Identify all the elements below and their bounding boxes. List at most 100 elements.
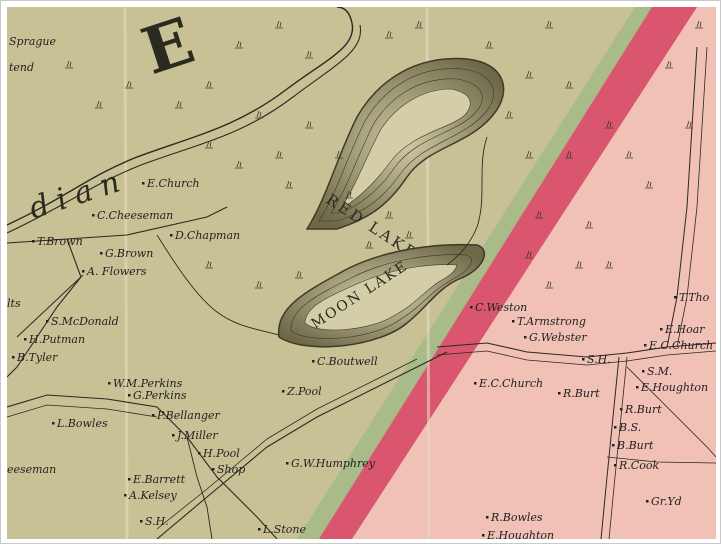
house-marker bbox=[128, 478, 131, 481]
road bbox=[156, 358, 418, 530]
marsh-tuft-icon bbox=[625, 150, 633, 159]
road bbox=[7, 404, 158, 418]
marsh-tuft-icon bbox=[535, 210, 543, 219]
house-marker bbox=[92, 214, 95, 217]
house-marker bbox=[482, 534, 485, 537]
road bbox=[156, 351, 448, 539]
marsh-tuft-icon bbox=[335, 150, 343, 159]
house-marker bbox=[582, 358, 585, 361]
road bbox=[676, 46, 708, 348]
road bbox=[600, 356, 620, 539]
place-label-t-tho: T.Tho bbox=[679, 291, 710, 304]
marsh-tuft-icon bbox=[125, 80, 133, 89]
house-marker bbox=[108, 382, 111, 385]
place-label-d-chapman: D.Chapman bbox=[174, 229, 240, 242]
place-label-h-putman: H.Putman bbox=[28, 333, 85, 346]
marsh-tuft-icon bbox=[385, 210, 393, 219]
road bbox=[7, 394, 278, 539]
place-label-t-armstrong: T.Armstrong bbox=[517, 315, 586, 328]
house-marker bbox=[642, 370, 645, 373]
place-label-sh2: S.H. bbox=[587, 353, 611, 366]
house-marker bbox=[614, 464, 617, 467]
place-label-tend: tend bbox=[9, 61, 34, 74]
house-marker bbox=[286, 462, 289, 465]
place-label-b-burt: B.Burt bbox=[616, 439, 654, 452]
place-label-wm-perkins: W.M.Perkins bbox=[113, 377, 183, 390]
house-marker bbox=[140, 520, 143, 523]
marsh-tuft-icon bbox=[255, 280, 263, 289]
house-marker bbox=[52, 422, 55, 425]
stream bbox=[446, 136, 488, 266]
marsh-tuft-icon bbox=[505, 110, 513, 119]
place-label-gr-yd: Gr.Yd bbox=[651, 495, 682, 508]
marsh-tuft-icon bbox=[685, 120, 693, 129]
place-label-g-perkins: G.Perkins bbox=[133, 389, 187, 402]
map-canvas: RED LAKE MOON LAKE E dian SpraguetendE.C… bbox=[7, 7, 716, 539]
house-marker bbox=[32, 240, 35, 243]
marsh-tuft-icon bbox=[575, 260, 583, 269]
place-label-p-bellanger: P.Bellanger bbox=[156, 409, 220, 422]
marsh-tuft-icon bbox=[305, 120, 313, 129]
place-label-ec-church-2: E.C.Church bbox=[478, 377, 543, 390]
marsh-tuft-icon bbox=[175, 100, 183, 109]
place-label-sm: S.M. bbox=[647, 365, 672, 378]
road bbox=[626, 366, 716, 458]
house-marker bbox=[674, 296, 677, 299]
marsh-tuft-icon bbox=[695, 20, 703, 29]
marsh-tuft-icon bbox=[255, 110, 263, 119]
place-label-e-barrett: E.Barrett bbox=[132, 473, 186, 486]
house-marker bbox=[198, 452, 201, 455]
sheet-seam bbox=[123, 7, 129, 539]
place-label-c-weston: C.Weston bbox=[475, 301, 527, 314]
marsh-tuft-icon bbox=[565, 150, 573, 159]
house-marker bbox=[636, 386, 639, 389]
marsh-tuft-icon bbox=[525, 150, 533, 159]
marsh-tuft-icon bbox=[415, 20, 423, 29]
marsh-tuft-icon bbox=[385, 30, 393, 39]
house-marker bbox=[142, 182, 145, 185]
place-label-sh: S.H. bbox=[145, 515, 169, 528]
house-marker bbox=[46, 320, 49, 323]
marsh-tuft-icon bbox=[205, 80, 213, 89]
road bbox=[606, 456, 716, 464]
house-marker bbox=[558, 392, 561, 395]
marsh-tuft-icon bbox=[95, 100, 103, 109]
house-marker bbox=[282, 390, 285, 393]
place-label-s-mcdonald: S.McDonald bbox=[51, 315, 119, 328]
marsh-tuft-icon bbox=[285, 180, 293, 189]
house-marker bbox=[82, 270, 85, 273]
marsh-tuft-icon bbox=[205, 260, 213, 269]
house-marker bbox=[152, 414, 155, 417]
marsh-tuft-icon bbox=[485, 40, 493, 49]
house-marker bbox=[614, 426, 617, 429]
house-marker bbox=[612, 444, 615, 447]
house-marker bbox=[124, 494, 127, 497]
marsh-tuft-icon bbox=[295, 270, 303, 279]
marsh-tuft-icon bbox=[665, 60, 673, 69]
place-label-r-burt-2: R.Burt bbox=[624, 403, 662, 416]
house-marker bbox=[312, 360, 315, 363]
house-marker bbox=[12, 356, 15, 359]
marsh-tuft-icon bbox=[645, 180, 653, 189]
marsh-tuft-icon bbox=[525, 70, 533, 79]
place-label-e-church: E.Church bbox=[146, 177, 200, 190]
road bbox=[7, 206, 228, 244]
place-label-z-pool: Z.Pool bbox=[286, 385, 322, 398]
place-label-ts: lts bbox=[7, 297, 21, 310]
marsh-tuft-icon bbox=[275, 20, 283, 29]
place-label-g-webster: G.Webster bbox=[529, 331, 587, 344]
marsh-tuft-icon bbox=[605, 120, 613, 129]
place-label-cheeseman: eeseman bbox=[7, 463, 56, 476]
house-marker bbox=[212, 468, 215, 471]
road bbox=[666, 46, 698, 348]
place-label-l-bowles: L.Bowles bbox=[56, 417, 108, 430]
border-green-strip bbox=[297, 7, 655, 539]
marsh-tuft-icon bbox=[545, 20, 553, 29]
house-marker bbox=[512, 320, 515, 323]
marsh-tuft-icon bbox=[605, 260, 613, 269]
place-label-gw-humphrey: G.W.Humphrey bbox=[291, 457, 376, 470]
house-marker bbox=[170, 234, 173, 237]
place-label-b-tyler: B.Tyler bbox=[16, 351, 58, 364]
place-label-t-brown: T.Brown bbox=[37, 235, 83, 248]
